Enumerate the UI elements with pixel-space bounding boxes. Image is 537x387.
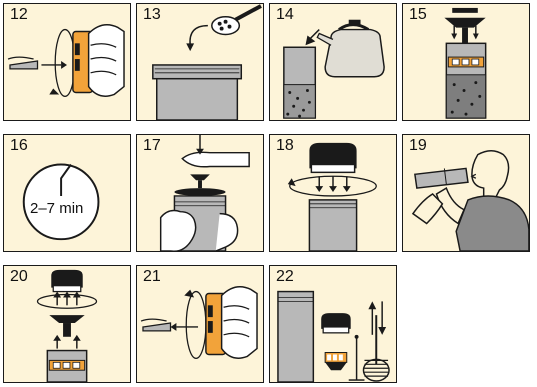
step-14-panel: 14 xyxy=(269,3,397,121)
screw-cap-illustration xyxy=(270,135,396,251)
press-button-illustration xyxy=(137,135,263,251)
steep-time-label: 2–7 min xyxy=(30,200,83,217)
step-15-panel: 15 xyxy=(402,3,530,121)
step-12-panel: 12 xyxy=(3,3,131,121)
step-22-panel: 22 xyxy=(269,265,397,383)
step-18-panel: 18 xyxy=(269,134,397,252)
step-21-panel: 21 xyxy=(136,265,264,383)
unscrew-filter-illustration xyxy=(4,4,130,120)
drink-illustration xyxy=(403,135,529,251)
step-13-panel: 13 xyxy=(136,3,264,121)
step-20-panel: 20 xyxy=(3,265,131,383)
step-17-panel: 17 xyxy=(136,134,264,252)
add-tea-illustration xyxy=(137,4,263,120)
pour-water-illustration xyxy=(270,4,396,120)
remove-filter-illustration xyxy=(4,266,130,382)
reattach-filter-illustration xyxy=(137,266,263,382)
clean-parts-illustration xyxy=(270,266,396,382)
step-19-panel: 19 xyxy=(402,134,530,252)
step-16-panel: 16 2–7 min xyxy=(3,134,131,252)
timer-illustration xyxy=(4,135,130,251)
insert-filter-illustration xyxy=(403,4,529,120)
